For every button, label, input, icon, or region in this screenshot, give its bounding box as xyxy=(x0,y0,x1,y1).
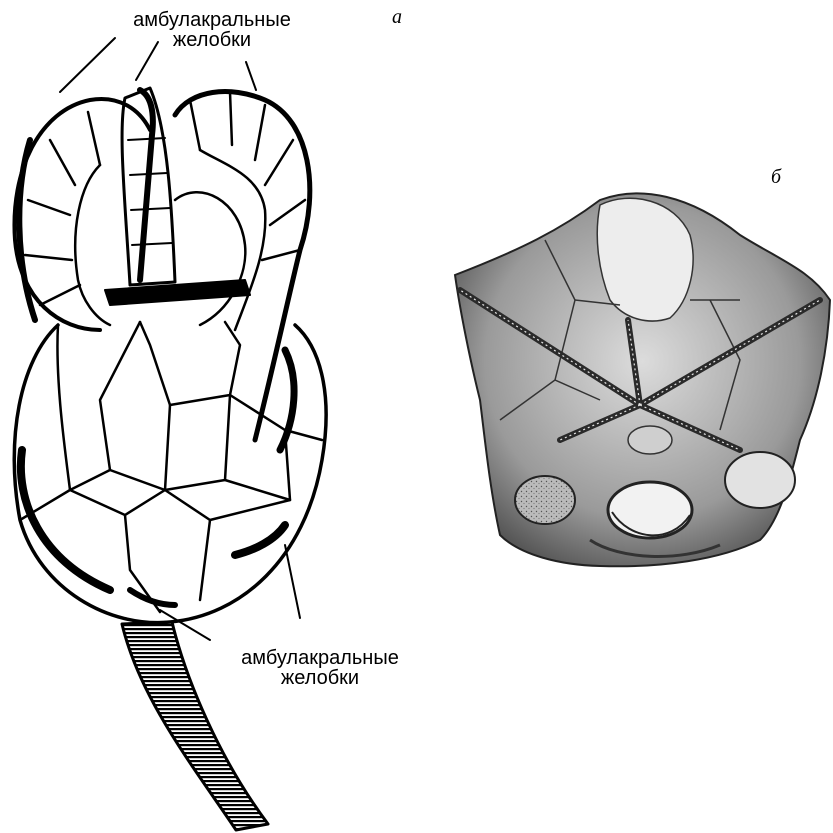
leader-lines xyxy=(60,38,300,640)
panel-b-fossil xyxy=(455,193,830,566)
leader-line-4 xyxy=(285,545,300,618)
fossil-right-lobe xyxy=(725,452,795,508)
panel-letter-a: а xyxy=(392,6,402,29)
label-ambulacral-grooves-bottom: амбулакральные желобки xyxy=(220,648,420,688)
leader-line-3 xyxy=(246,62,256,90)
label-bottom-line1: амбулакральные xyxy=(220,648,420,668)
label-bottom-line2: желобки xyxy=(220,668,420,688)
fossil-mouth xyxy=(608,482,692,538)
panel-a-drawing xyxy=(14,38,326,830)
fossil-left-lobe xyxy=(515,476,575,524)
label-ambulacral-grooves-top: амбулакральные желобки xyxy=(112,10,312,50)
ambulacral-grooves-a xyxy=(19,140,294,605)
label-top-line2: желобки xyxy=(112,30,312,50)
panel-letter-b: б xyxy=(771,166,781,189)
label-top-line1: амбулакральные xyxy=(112,10,312,30)
fossil-top-plate xyxy=(597,198,693,321)
leader-line-1 xyxy=(60,38,115,92)
lower-theca xyxy=(14,322,326,623)
